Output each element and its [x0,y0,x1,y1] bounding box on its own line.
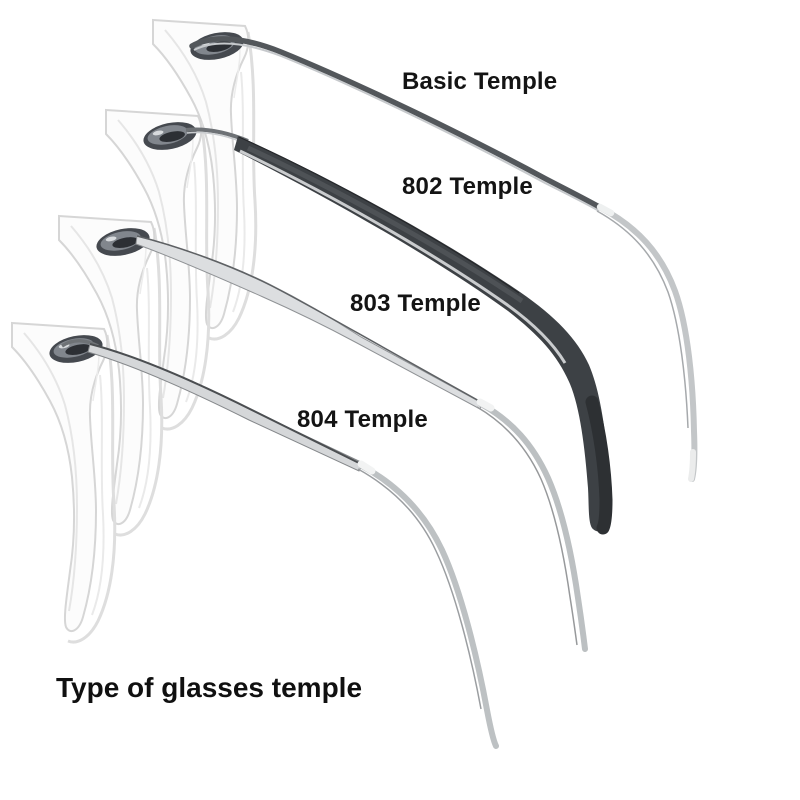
label-802-temple: 802 Temple [402,173,533,200]
temple-803-tip-edge [476,406,578,646]
temple-802-bottom-edge [239,149,567,364]
image-title: Type of glasses temple [56,672,363,703]
temple-803-tip [478,401,588,652]
temple-802-band [234,136,610,532]
temple-802-texture [246,145,524,304]
temple-804-tip [359,463,499,749]
temple-802-arm [185,127,613,535]
temple-804-arm [61,339,499,749]
basic-temple-joint [596,203,615,217]
temple-804-top-edge [89,343,362,465]
temple-804-tip-edge [357,468,482,710]
temple-803-arm [135,235,588,652]
temple-802-tip [585,395,613,535]
label-basic-temple: Basic Temple [402,68,558,95]
label-803-temple: 803 Temple [350,290,481,317]
temple-803-joint [476,398,495,412]
basic-temple-wire [189,36,604,211]
label-804-temple: 804 Temple [297,406,428,433]
basic-temple-tip-end [688,449,696,482]
basic-temple-highlight [193,42,600,212]
temple-803-top-edge [136,235,482,403]
basic-temple-tip-edge [596,210,689,429]
basic-temple-arm [189,36,698,482]
frame-804 [10,321,117,644]
temple-804-joint [357,460,376,475]
temple-802-top-edge [238,136,520,294]
